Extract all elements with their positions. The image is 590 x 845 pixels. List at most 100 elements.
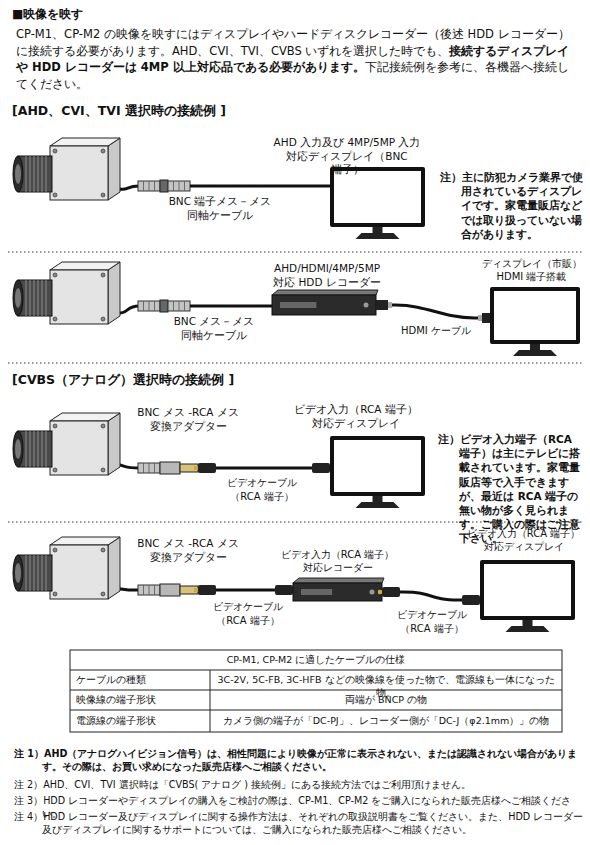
screw: [53, 548, 57, 552]
recorder-top: [293, 578, 384, 583]
rca-tip: [194, 466, 198, 470]
bnc-band: [149, 463, 150, 473]
cable: [190, 305, 272, 308]
lens-rib: [46, 555, 47, 591]
monitor-frame: [490, 287, 580, 344]
cable: [216, 467, 312, 470]
display-monitor: [490, 287, 580, 356]
dotted-separator: [8, 363, 582, 364]
adapter-label: BNC メス -RCA メス 変換アダプター: [126, 405, 250, 433]
rca-body: [312, 463, 330, 473]
device-label: AHD 入力及び 4MP/5MP 入力 対応ディスプレイ（BNC 端子）: [271, 136, 423, 177]
recorder-display: [301, 589, 332, 595]
recorder-front: [293, 583, 382, 601]
recorder-display: [280, 302, 316, 308]
dotted-separator: [8, 252, 582, 253]
camera-side: [108, 413, 120, 475]
camera-body: [50, 146, 108, 200]
screw: [53, 424, 57, 428]
camera-side: [108, 138, 120, 200]
screw: [53, 273, 57, 277]
recorder-front: [272, 295, 376, 315]
table-rule: [70, 670, 562, 671]
rca-tip: [378, 590, 382, 594]
camera-top: [50, 138, 120, 146]
bnc-band: [143, 585, 144, 595]
lens-glass: [15, 439, 21, 459]
bnc-rca-adapter: [160, 584, 198, 596]
cable-label: ビデオケーブル （RCA 端子）: [394, 608, 470, 635]
bnc-body: [138, 301, 160, 311]
monitor-frame: [330, 436, 425, 496]
lens-rib: [46, 431, 47, 467]
camera-body: [50, 270, 108, 324]
bnc-band: [149, 585, 150, 595]
screw: [101, 424, 105, 428]
adapter-label: BNC メス -RCA メス 変換アダプター: [126, 536, 250, 564]
screw: [53, 592, 57, 596]
table-rule: [70, 690, 562, 691]
hdd-recorder: [293, 578, 384, 601]
spec-table: [70, 650, 562, 732]
device: ビデオ入力（RCA 端子） 対応ディスプレイ: [462, 527, 585, 634]
cable-label: ビデオケーブル （RCA 端子）: [208, 600, 288, 627]
lens-rib: [26, 156, 27, 192]
hdd-recorder: [272, 290, 378, 315]
bnc-band: [184, 181, 185, 191]
screw: [101, 273, 105, 277]
rca-body: [275, 585, 293, 595]
device-label: ディスプレイ（市販） HDMI 端子搭載: [479, 257, 584, 283]
lens-rib: [26, 280, 27, 316]
device-label: ビデオ入力（RCA 端子） 対応レコーダー: [276, 548, 399, 574]
cable-label: BNC 端子メス－メス 同軸ケーブル: [168, 194, 272, 222]
monitor-base: [513, 350, 557, 356]
bnc-band: [154, 301, 155, 311]
bnc-band: [173, 301, 174, 311]
bnc-band: [154, 463, 155, 473]
bnc-band: [149, 181, 150, 191]
screw: [101, 149, 105, 153]
section-heading: [CVBS（アナログ）選択時の接続例 ]: [12, 372, 332, 389]
bnc-connector: [168, 301, 190, 311]
recorder-top: [272, 290, 378, 295]
device: ビデオ入力（RCA 端子） 対応レコーダー: [275, 548, 400, 604]
bnc-body: [168, 181, 190, 191]
table-cell: 両端が BNCP の物: [212, 694, 560, 707]
bnc-body: [138, 585, 160, 595]
bnc-band: [143, 181, 144, 191]
lens-rib: [30, 156, 31, 192]
screw: [101, 468, 105, 472]
screw: [101, 592, 105, 596]
bnc-band: [154, 181, 155, 191]
lens-front: [13, 555, 23, 591]
monitor-frame: [480, 560, 575, 620]
device: AHD 入力及び 4MP/5MP 入力 対応ディスプレイ（BNC 端子）: [262, 136, 432, 240]
screw: [101, 193, 105, 197]
display-monitor: [480, 560, 575, 632]
rca-body: [198, 463, 216, 473]
lens-rib: [34, 431, 35, 467]
hdmi-plug: [376, 300, 392, 310]
rca-plug: [194, 585, 216, 595]
lens-rib: [30, 555, 31, 591]
camera-body: [50, 545, 108, 599]
monitor-neck: [373, 496, 383, 503]
bnc-band: [143, 301, 144, 311]
screw: [101, 317, 105, 321]
lens-front: [13, 280, 23, 316]
camera: [13, 138, 139, 200]
lens-glass: [15, 164, 21, 184]
page-title: ■映像を映す: [12, 6, 83, 22]
table-cell: 映像線の端子形状: [76, 694, 208, 707]
screw: [53, 149, 57, 153]
footnote: 注 1）AHD（アナログハイビジョン信号）は、相性問題により映像が正常に表示され…: [14, 748, 586, 774]
bnc-band: [173, 181, 174, 191]
lens-rib: [42, 156, 43, 192]
lens-rib: [38, 431, 39, 467]
adapter-bnc: [160, 584, 180, 596]
monitor-screen: [484, 564, 571, 616]
bnc-connector: [138, 463, 160, 473]
rca-tip: [194, 588, 198, 592]
camera-side: [108, 262, 120, 324]
monitor-frame: [330, 167, 425, 227]
